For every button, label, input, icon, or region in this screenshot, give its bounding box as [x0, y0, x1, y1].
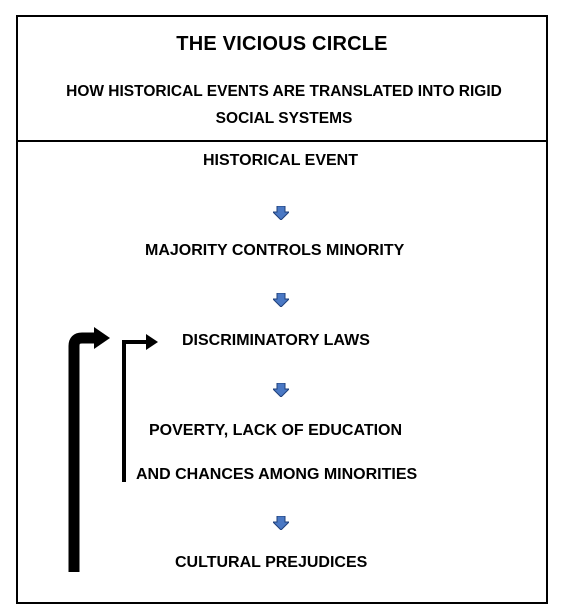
down-arrow-icon — [273, 383, 289, 397]
step-discriminatory-laws: DISCRIMINATORY LAWS — [182, 332, 370, 349]
inner-feedback-arrow-line — [122, 340, 148, 482]
down-arrow-icon — [273, 293, 289, 307]
down-arrow-icon — [273, 516, 289, 530]
down-arrow-icon — [273, 206, 289, 220]
step-poverty-line-2: AND CHANCES AMONG MINORITIES — [136, 466, 418, 483]
diagram-subtitle: HOW HISTORICAL EVENTS ARE TRANSLATED INT… — [66, 83, 502, 127]
outer-feedback-arrow-line — [68, 332, 96, 572]
outer-feedback-arrowhead-icon — [94, 327, 110, 349]
diagram-frame: THE VICIOUS CIRCLE HOW HISTORICAL EVENTS… — [16, 15, 548, 604]
diagram-title: THE VICIOUS CIRCLE — [176, 33, 388, 55]
step-majority-controls-minority: MAJORITY CONTROLS MINORITY — [145, 242, 405, 259]
header-panel: THE VICIOUS CIRCLE HOW HISTORICAL EVENTS… — [18, 17, 546, 142]
inner-feedback-arrowhead-icon — [146, 334, 158, 350]
step-cultural-prejudices: CULTURAL PREJUDICES — [175, 554, 368, 571]
step-historical-event: HISTORICAL EVENT — [203, 152, 358, 169]
step-poverty-line-1: POVERTY, LACK OF EDUCATION — [149, 422, 403, 439]
